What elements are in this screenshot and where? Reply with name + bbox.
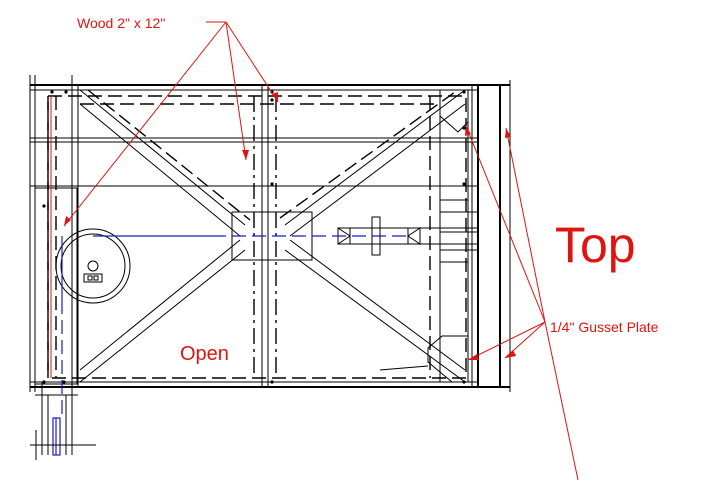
wood-members-dashed (47, 95, 467, 379)
wood-label: Wood 2" x 12" (77, 15, 165, 31)
lower-extension (30, 382, 96, 460)
frame-outline (29, 75, 511, 455)
leader-lines (50, 21, 579, 481)
winch-drum (34, 187, 131, 385)
top-label: Top (555, 217, 636, 273)
x-bracing (79, 89, 466, 383)
gusset-plate-label: 1/4" Gusset Plate (550, 319, 659, 335)
cable-centerline (61, 235, 410, 420)
open-label: Open (180, 343, 229, 365)
